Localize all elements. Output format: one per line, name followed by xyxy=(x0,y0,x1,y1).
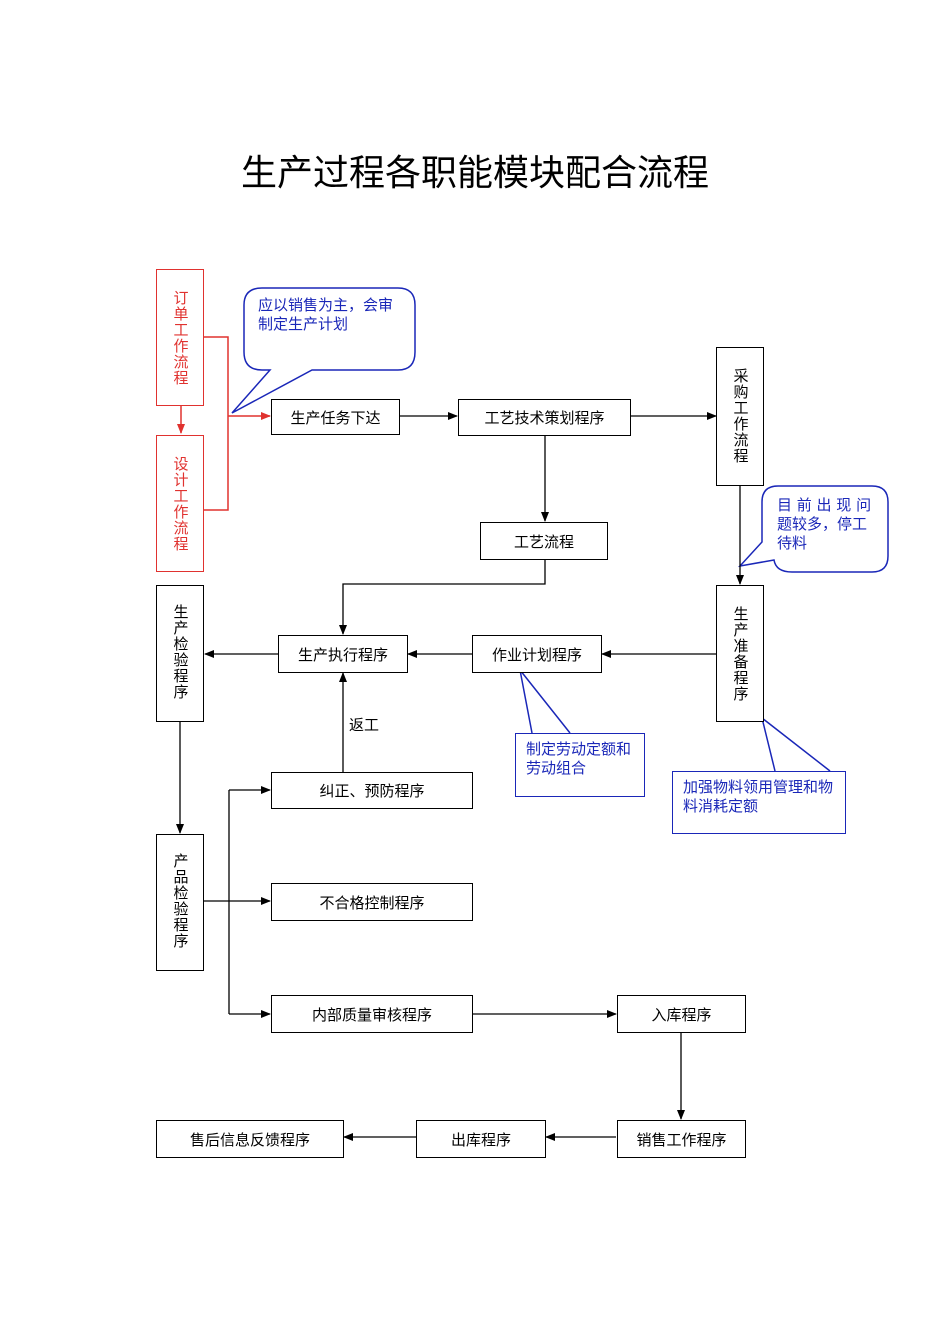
callout-pointer-labor xyxy=(519,669,571,734)
node-process-planning: 工艺技术策划程序 xyxy=(458,399,631,436)
node-nonconformity-control: 不合格控制程序 xyxy=(271,883,473,921)
callout-bubble-sales-plan xyxy=(231,287,416,414)
node-order-workflow: 订单工作流程 xyxy=(156,269,204,406)
node-production-inspection: 生产检验程序 xyxy=(156,585,204,722)
note-material-management: 加强物料领用管理和物料消耗定额 xyxy=(672,771,846,834)
node-corrective-preventive: 纠正、预防程序 xyxy=(271,772,473,809)
connector-craft-exec xyxy=(339,560,546,635)
note-sales-plan: 应以销售为主，会审制定生产计划 xyxy=(258,296,394,333)
note-labor-quota: 制定劳动定额和劳动组合 xyxy=(515,733,645,797)
connector-bracket xyxy=(204,336,229,511)
label-rework: 返工 xyxy=(349,716,380,734)
node-task-issue: 生产任务下达 xyxy=(271,399,400,435)
node-production-preparation: 生产准备程序 xyxy=(716,585,764,722)
callout-pointer-material xyxy=(760,716,831,772)
node-design-workflow: 设计工作流程 xyxy=(156,435,204,572)
node-work-plan: 作业计划程序 xyxy=(472,635,602,673)
node-product-inspection: 产品检验程序 xyxy=(156,834,204,971)
note-stoppage: 目 前 出 现 问 题较多，停工待料 xyxy=(777,496,872,552)
node-craft-flow: 工艺流程 xyxy=(480,522,608,560)
node-production-execution: 生产执行程序 xyxy=(278,635,408,673)
node-internal-audit: 内部质量审核程序 xyxy=(271,995,473,1033)
node-after-sales-feedback: 售后信息反馈程序 xyxy=(156,1120,344,1158)
node-sales-work: 销售工作程序 xyxy=(617,1120,746,1158)
page-title: 生产过程各职能模块配合流程 xyxy=(240,153,709,194)
node-purchase-workflow: 采购工作流程 xyxy=(716,347,764,486)
node-warehouse-in: 入库程序 xyxy=(617,995,746,1033)
node-warehouse-out: 出库程序 xyxy=(416,1120,546,1158)
callout-bubble-stoppage xyxy=(737,485,889,573)
